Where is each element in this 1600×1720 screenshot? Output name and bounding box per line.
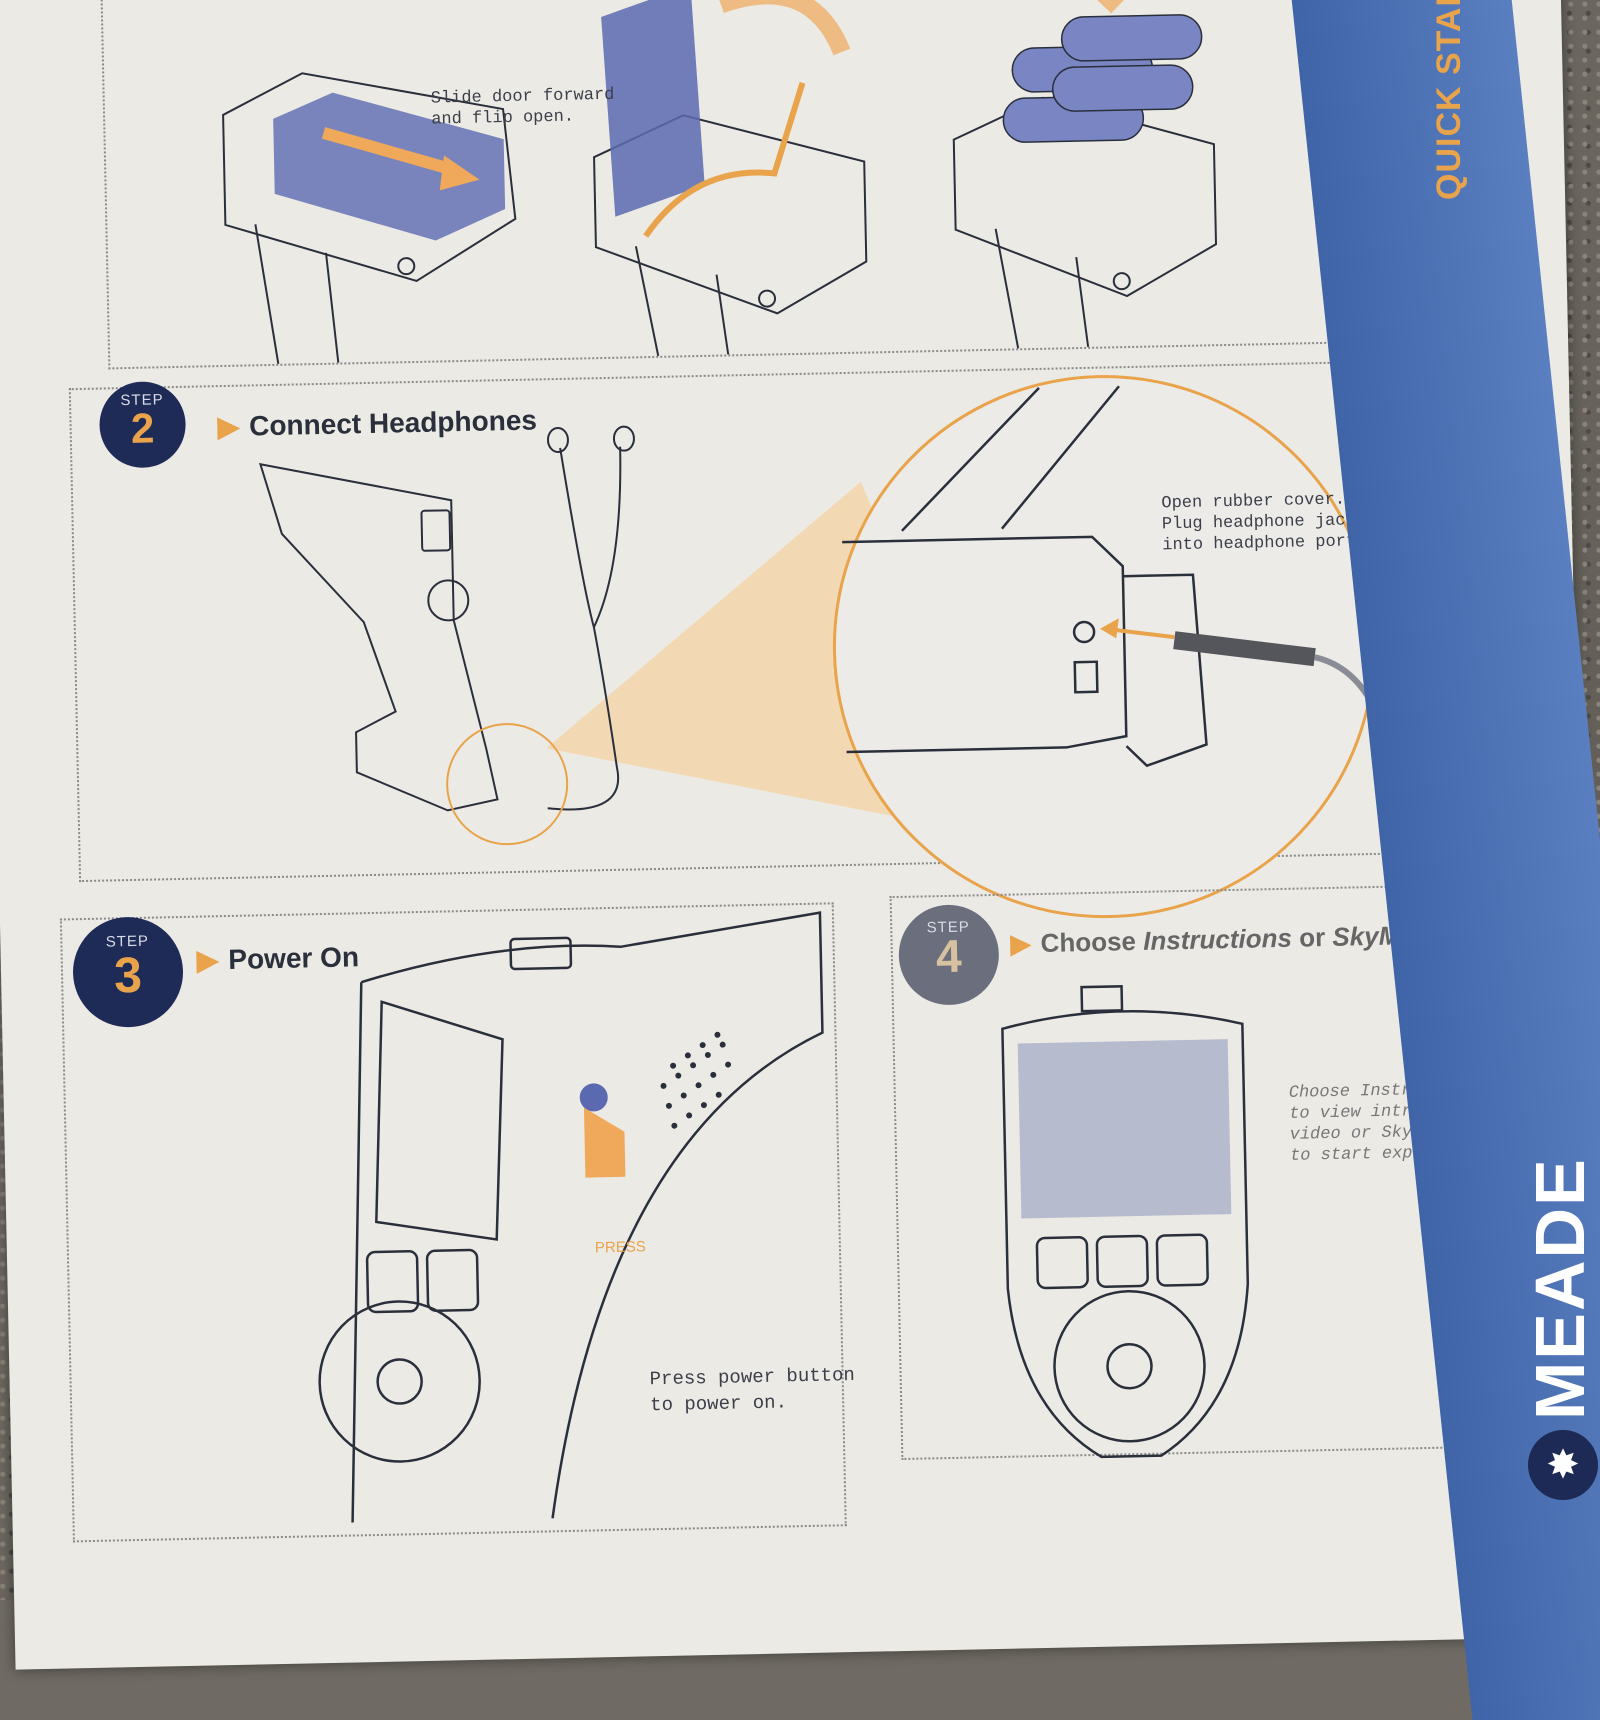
step1-caption: Slide door forward and flip open. [430,85,615,130]
step3-caption: Press power button to power on. [649,1363,856,1417]
step3-arrow-icon: ▶ [196,944,219,976]
meade-logo-text: MEADE [1521,1157,1599,1420]
step4-arrow-icon: ▶ [1010,928,1031,959]
step2-arrow-icon: ▶ [217,410,240,443]
step4-title-instructions: Instructions [1142,922,1293,956]
power-on-illustration [318,911,824,1523]
step2-caption: Open rubber cover. Plug headphone jack i… [1161,490,1367,556]
step2-number: 2 [130,404,155,452]
device-screen-illustration [1001,985,1250,1459]
step3-number: 3 [113,946,143,1004]
step4-title-mid: or [1291,921,1333,953]
step4-number: 4 [935,929,963,983]
meade-star-logo-icon: ✸ [1528,1430,1598,1500]
quick-start-guide-title: QUICK START GUI [1430,0,1468,200]
press-label: PRESS [594,1238,646,1257]
step4-title-prefix: Choose [1040,925,1144,958]
quick-start-sheet: Slide door forward and flip open. STEP 2… [0,0,1596,1670]
battery-door-illustration [222,0,1218,365]
headphones-illustration [258,375,1379,919]
speaker-grille-icon [660,1031,732,1129]
